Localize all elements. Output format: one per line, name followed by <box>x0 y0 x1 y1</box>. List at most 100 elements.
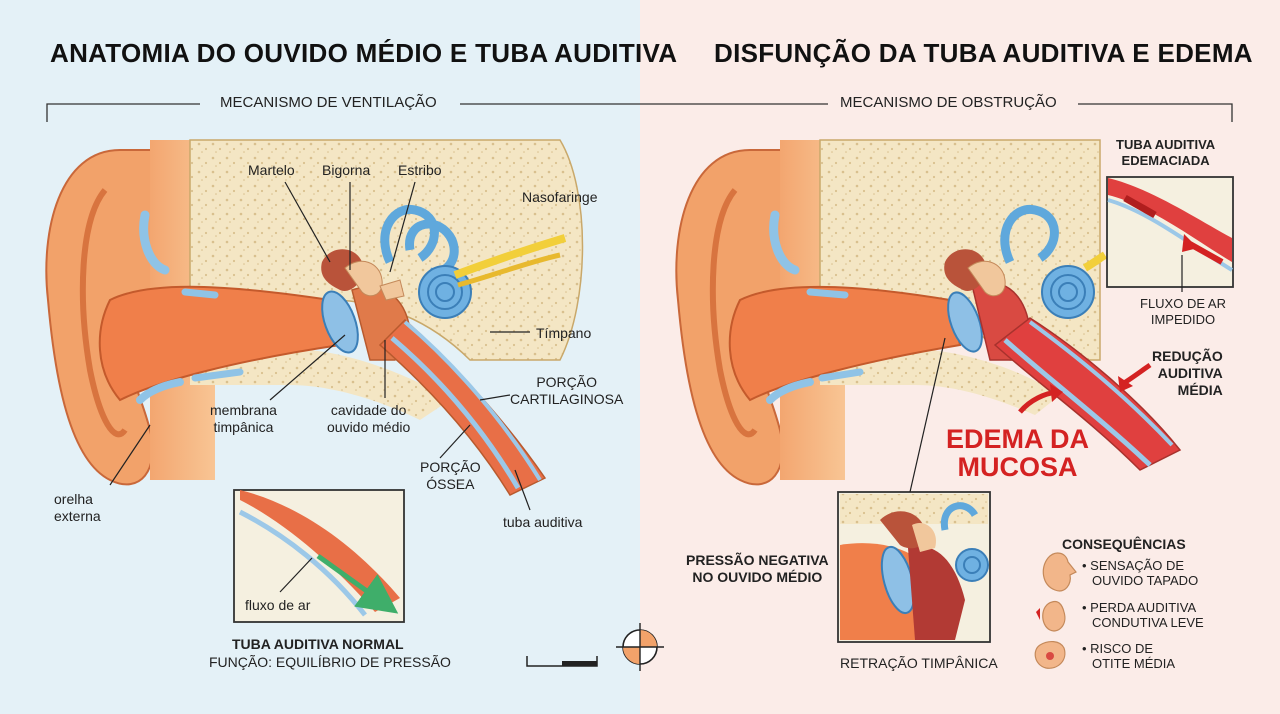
airflow-arrow <box>316 553 399 614</box>
tube-mucosa <box>1003 338 1152 467</box>
leader-line <box>279 557 313 593</box>
lower-bone <box>190 350 450 420</box>
label-line: MÉDIA <box>1177 382 1223 398</box>
left-anatomy <box>45 139 598 667</box>
label-line: ÓSSEA <box>426 476 475 492</box>
label-bigorna: Bigorna <box>322 162 371 178</box>
cartilage <box>769 210 800 275</box>
leader-lines <box>109 181 531 511</box>
cartilage <box>139 210 170 275</box>
label-line: EDEMACIADA <box>1121 153 1210 168</box>
label-line: timpânica <box>213 419 274 435</box>
edematous-eustachian-tube <box>993 317 1182 471</box>
inset-cavity <box>908 546 965 640</box>
tube-mucosa <box>1028 320 1174 447</box>
label-line: externa <box>54 508 101 524</box>
label-line: EDEMA DA <box>946 424 1090 454</box>
label-line: MUCOSA <box>957 452 1078 482</box>
incus <box>344 260 383 297</box>
inset-edema-title: TUBA AUDITIVA EDEMACIADA <box>1116 137 1215 169</box>
malleus <box>321 249 364 291</box>
left-title: ANATOMIA DO OUVIDO MÉDIO E TUBA AUDITIVA <box>50 38 678 68</box>
consequence-text: RISCO DE <box>1090 641 1154 656</box>
malleus <box>944 249 987 291</box>
label-line: PORÇÃO <box>536 374 597 390</box>
stapes <box>379 279 405 301</box>
inset-tube <box>1108 178 1232 262</box>
ear-canal <box>728 285 962 402</box>
tube-mucosa <box>390 336 521 490</box>
label-line: membrana <box>210 402 277 418</box>
label-line: NO OUVIDO MÉDIO <box>692 569 823 585</box>
consequence-line: • SENSAÇÃO DE <box>1082 558 1185 573</box>
inset-tube-mucosa <box>238 509 367 617</box>
consequence-line: • PERDA AUDITIVA <box>1082 600 1197 615</box>
label-reducao-auditiva: REDUÇÃO AUDITIVA MÉDIA <box>1152 348 1223 399</box>
label-timpano: Tímpano <box>536 325 592 341</box>
label-line: ouvido médio <box>327 419 411 435</box>
reduction-arrow-head <box>1118 376 1133 392</box>
label-line: FLUXO DE AR <box>1140 296 1226 311</box>
label-fluxo-de-ar: fluxo de ar <box>245 597 311 613</box>
auditory-nerve <box>1082 251 1108 272</box>
right-anatomy <box>675 139 1234 669</box>
label-line: REDUÇÃO <box>1152 348 1223 364</box>
caption-normal-title: TUBA AUDITIVA NORMAL <box>232 636 404 652</box>
auditory-nerve <box>457 252 561 288</box>
pinna-fold <box>79 188 128 438</box>
cartilage <box>136 378 184 404</box>
consequence-item: • RISCO DE OTITE MÉDIA <box>1082 641 1175 671</box>
label-line: cavidade do <box>330 402 407 418</box>
consequence-text: CONDUTIVA LEVE <box>1092 615 1204 630</box>
label-line: PORÇÃO <box>420 459 481 475</box>
label-tuba-auditiva: tuba auditiva <box>503 514 583 530</box>
label-line: CARTILAGINOSA <box>510 391 624 407</box>
label-martelo: Martelo <box>248 162 295 178</box>
label-retracao-timpanica: RETRAÇÃO TIMPÂNICA <box>840 655 998 671</box>
face-icon <box>1042 552 1077 592</box>
label-porcao-cartilaginosa: PORÇÃO CARTILAGINOSA <box>510 374 623 408</box>
consequencias-title: CONSEQUÊNCIAS <box>1062 536 1186 552</box>
consequence-item: • SENSAÇÃO DE OUVIDO TAPADO <box>1082 558 1198 588</box>
edema-arrow-head <box>1050 384 1063 402</box>
ear-icon <box>1036 600 1066 632</box>
label-cavidade: cavidade do ouvido médio <box>327 402 410 436</box>
label-fluxo-impedido: FLUXO DE AR IMPEDIDO <box>1140 296 1226 328</box>
label-line: IMPEDIDO <box>1150 312 1216 327</box>
caption-normal-sub: FUNÇÃO: EQUILÍBRIO DE PRESSÃO <box>209 654 451 670</box>
cartilage <box>181 288 219 299</box>
label-membrana-timpanica: membrana timpânica <box>210 402 277 436</box>
label-edema-mucosa: EDEMA DA MUCOSA <box>946 425 1089 481</box>
tube-mucosa <box>403 320 542 482</box>
inset-malleus <box>880 511 926 549</box>
label-line: AUDITIVA <box>1157 365 1223 381</box>
blocked-arrow-head <box>1182 234 1198 252</box>
consequence-line: • RISCO DE <box>1082 641 1154 656</box>
ear-canal <box>98 285 342 402</box>
right-section-label: MECANISMO DE OBSTRUÇÃO <box>840 94 1057 111</box>
cartilage <box>818 368 864 382</box>
cartilage <box>766 378 814 404</box>
consequence-text: OTITE MÉDIA <box>1092 656 1176 671</box>
label-estribo: Estribo <box>398 162 442 178</box>
incus <box>967 260 1006 297</box>
inset-inner-ear <box>940 502 989 582</box>
tympanic-membrane <box>321 290 359 354</box>
label-line: PRESSÃO NEGATIVA <box>686 552 829 568</box>
cartilage <box>806 288 849 299</box>
consequence-item: • PERDA AUDITIVA CONDUTIVA LEVE <box>1082 600 1204 630</box>
label-nasofaringe: Nasofaringe <box>522 189 598 205</box>
ear-infection-icon <box>1034 641 1066 669</box>
cartilage <box>191 368 244 382</box>
right-title: DISFUNÇÃO DA TUBA AUDITIVA E EDEMA <box>714 38 1253 68</box>
label-line: TUBA AUDITIVA <box>1116 137 1216 152</box>
section-rule <box>46 103 1233 122</box>
retracted-tympanic-membrane <box>947 291 983 353</box>
label-orelha-externa: orelha externa <box>54 491 101 525</box>
consequence-text: SENSAÇÃO DE <box>1090 558 1185 573</box>
inner-ear <box>380 204 472 319</box>
compass-icon <box>616 623 664 671</box>
consequence-text: OUVIDO TAPADO <box>1092 573 1199 588</box>
blocked-arrow <box>1123 194 1157 219</box>
